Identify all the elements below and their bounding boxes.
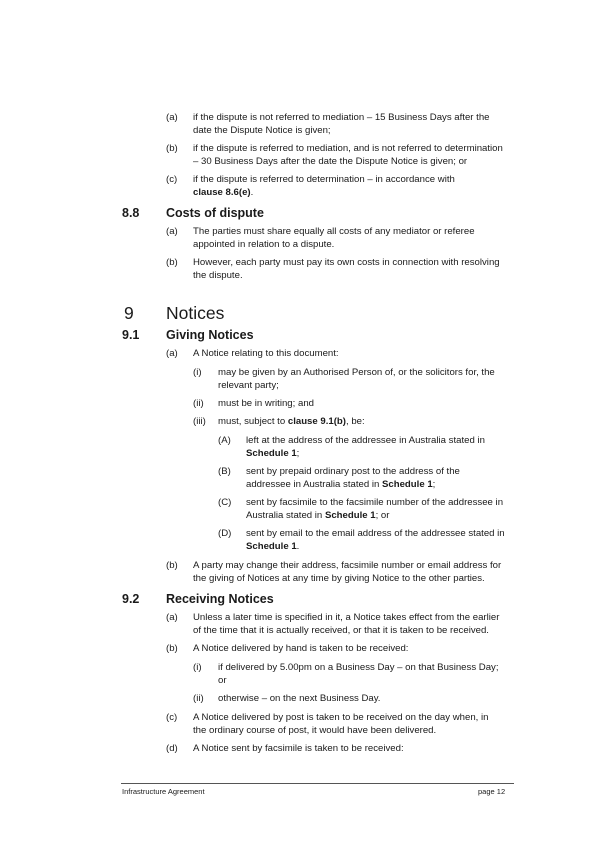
item-label: (a) [166,348,178,359]
item-text: – 30 Business Days after the date the Di… [193,156,468,167]
item-text: of the time that it is actually received… [193,625,489,636]
subsubitem-text: Australia stated in Schedule 1; or [246,510,390,521]
subsubitem-label: (A) [218,435,231,446]
item-label: (d) [166,743,178,754]
subsubitem-label: (D) [218,528,232,539]
item-text: clause 8.6(e). [193,187,254,198]
item-label: (a) [166,112,178,123]
section-title: Giving Notices [166,328,254,342]
item-label: (c) [166,174,178,185]
item-text: the giving of Notices at any time by giv… [193,573,485,584]
item-text: if the dispute is referred to mediation,… [193,143,503,154]
subitem-label: (ii) [193,398,204,409]
subsubitem-text: sent by prepaid ordinary post to the add… [246,466,460,477]
subitem-text: relevant party; [218,380,279,391]
item-text: A Notice relating to this document: [193,348,339,359]
item-text: However, each party must pay its own cos… [193,257,500,268]
subsubitem-text: sent by facsimile to the facsimile numbe… [246,497,504,508]
subitem-text: must, subject to clause 9.1(b), be: [218,416,365,427]
footer-page-number: page 12 [478,787,506,796]
item-text: the ordinary course of post, it would ha… [193,725,437,736]
section-number: 9.1 [122,328,140,342]
item-label: (b) [166,257,178,268]
subitem-text: if delivered by 5.00pm on a Business Day… [218,662,499,673]
chapter-number: 9 [124,303,134,323]
subsubitem-label: (B) [218,466,231,477]
subsubitem-text: addressee in Australia stated in Schedul… [246,479,436,490]
section-number: 8.8 [122,206,140,220]
subitem-label: (i) [193,662,202,673]
item-text: date the Dispute Notice is given; [193,125,331,136]
subitem-label: (ii) [193,693,204,704]
section-number: 9.2 [122,592,140,606]
subsubitem-label: (C) [218,497,232,508]
item-label: (b) [166,643,178,654]
section-title: Costs of dispute [166,206,264,220]
item-text: if the dispute is not referred to mediat… [193,112,490,123]
item-label: (a) [166,226,178,237]
footer-document-title: Infrastructure Agreement [122,787,205,796]
item-text: The parties must share equally all costs… [193,226,475,237]
item-text: the dispute. [193,270,243,281]
item-text: A Notice sent by facsimile is taken to b… [193,743,404,754]
item-label: (b) [166,143,178,154]
footer-divider [121,783,514,784]
subsubitem-text: left at the address of the addressee in … [246,435,485,446]
subitem-text: must be in writing; and [218,398,314,409]
section-title: Receiving Notices [166,592,274,606]
subitem-label: (i) [193,367,202,378]
item-label: (a) [166,612,178,623]
item-label: (b) [166,560,178,571]
item-text: Unless a later time is specified in it, … [193,612,500,623]
subsubitem-text: sent by email to the email address of th… [246,528,505,539]
subitem-label: (iii) [193,416,206,427]
chapter-title: Notices [166,303,225,323]
subsubitem-text: Schedule 1. [246,541,300,552]
subitem-text: may be given by an Authorised Person of,… [218,367,495,378]
item-text: A Notice delivered by hand is taken to b… [193,643,409,654]
item-text: A Notice delivered by post is taken to b… [193,712,489,723]
item-text: appointed in relation to a dispute. [193,239,335,250]
subsubitem-text: Schedule 1; [246,448,300,459]
subitem-text: otherwise – on the next Business Day. [218,693,381,704]
item-text: if the dispute is referred to determinat… [193,174,455,185]
item-label: (c) [166,712,178,723]
item-text: A party may change their address, facsim… [193,560,502,571]
subitem-text: or [218,675,227,686]
